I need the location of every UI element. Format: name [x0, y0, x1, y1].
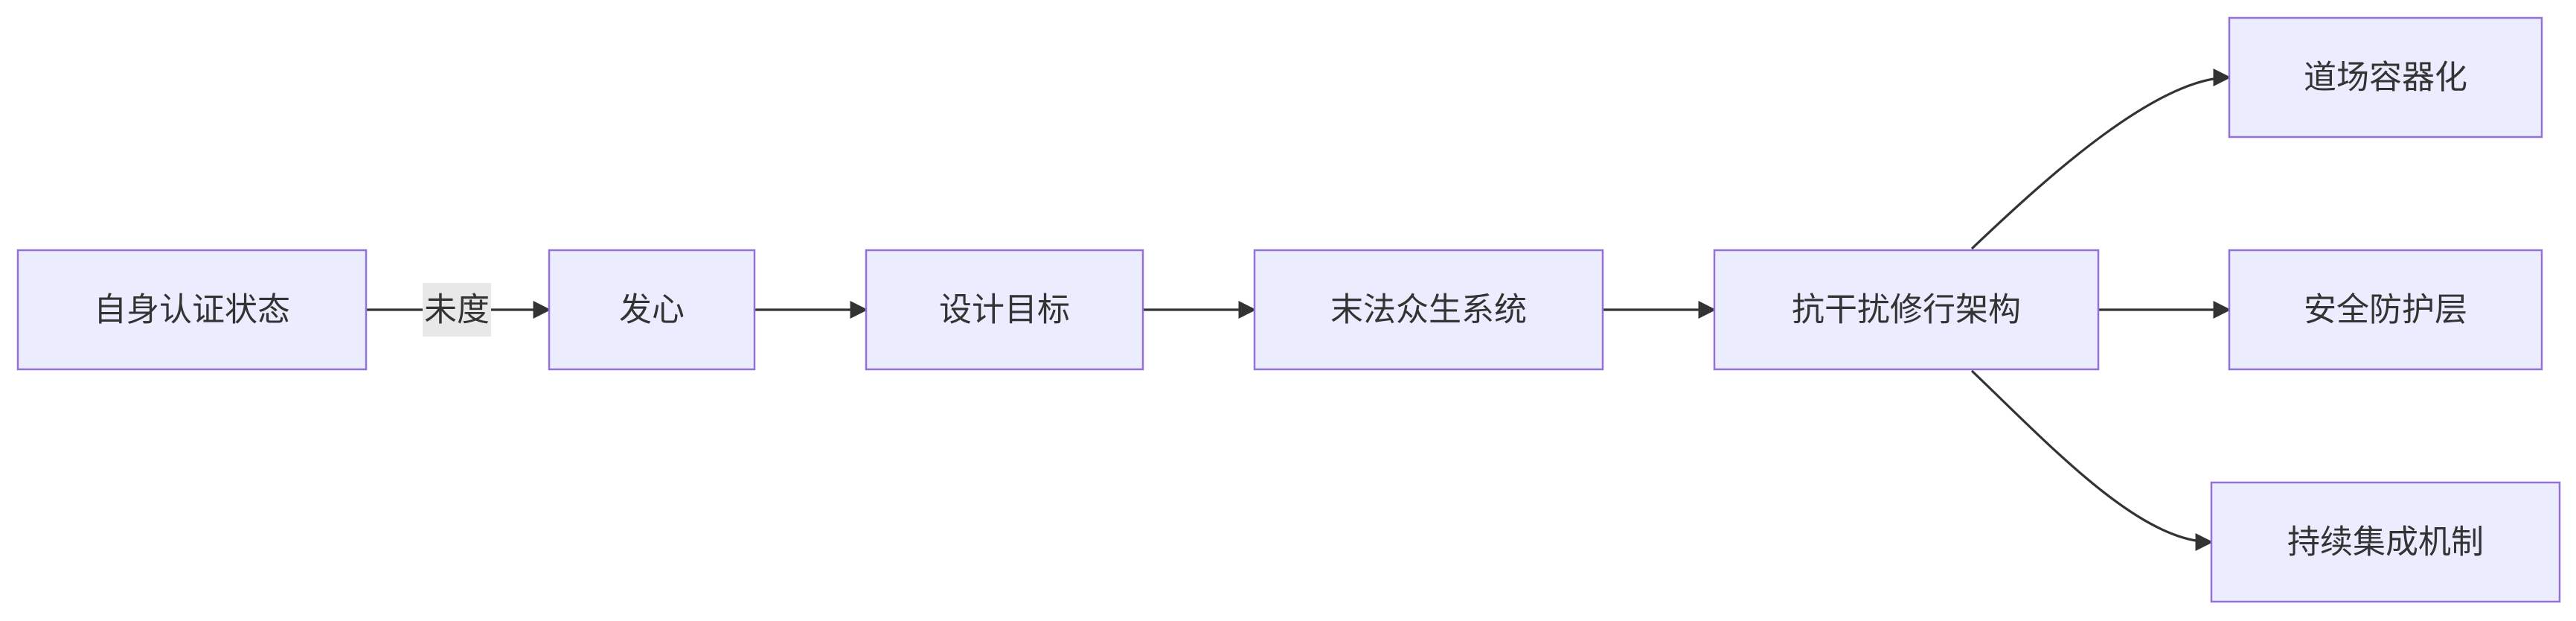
- node-self-state[interactable]: 自身认证状态: [16, 249, 368, 371]
- node-design-goal[interactable]: 设计目标: [865, 249, 1144, 371]
- node-security-layer[interactable]: 安全防护层: [2228, 249, 2543, 371]
- node-dharma-system[interactable]: 末法众生系统: [1253, 249, 1604, 371]
- node-label: 持续集成机制: [2287, 523, 2484, 561]
- node-integration[interactable]: 持续集成机制: [2210, 481, 2561, 603]
- edge-label-undelivered: 未度: [423, 283, 491, 337]
- node-label: 发心: [619, 291, 685, 329]
- node-label: 安全防护层: [2304, 291, 2467, 329]
- node-label: 自身认证状态: [94, 291, 290, 329]
- node-containerize[interactable]: 道场容器化: [2228, 16, 2543, 138]
- node-label: 抗干扰修行架构: [1792, 291, 2021, 329]
- node-bodhicitta[interactable]: 发心: [548, 249, 756, 371]
- node-label: 末法众生系统: [1330, 291, 1527, 329]
- node-label: 道场容器化: [2304, 59, 2467, 97]
- node-architecture[interactable]: 抗干扰修行架构: [1713, 249, 2100, 371]
- edge-label-text: 未度: [424, 291, 490, 329]
- edge-architecture-to-integration: [1970, 369, 2214, 551]
- edge-architecture-to-containerize: [1970, 69, 2231, 250]
- node-label: 设计目标: [939, 291, 1070, 329]
